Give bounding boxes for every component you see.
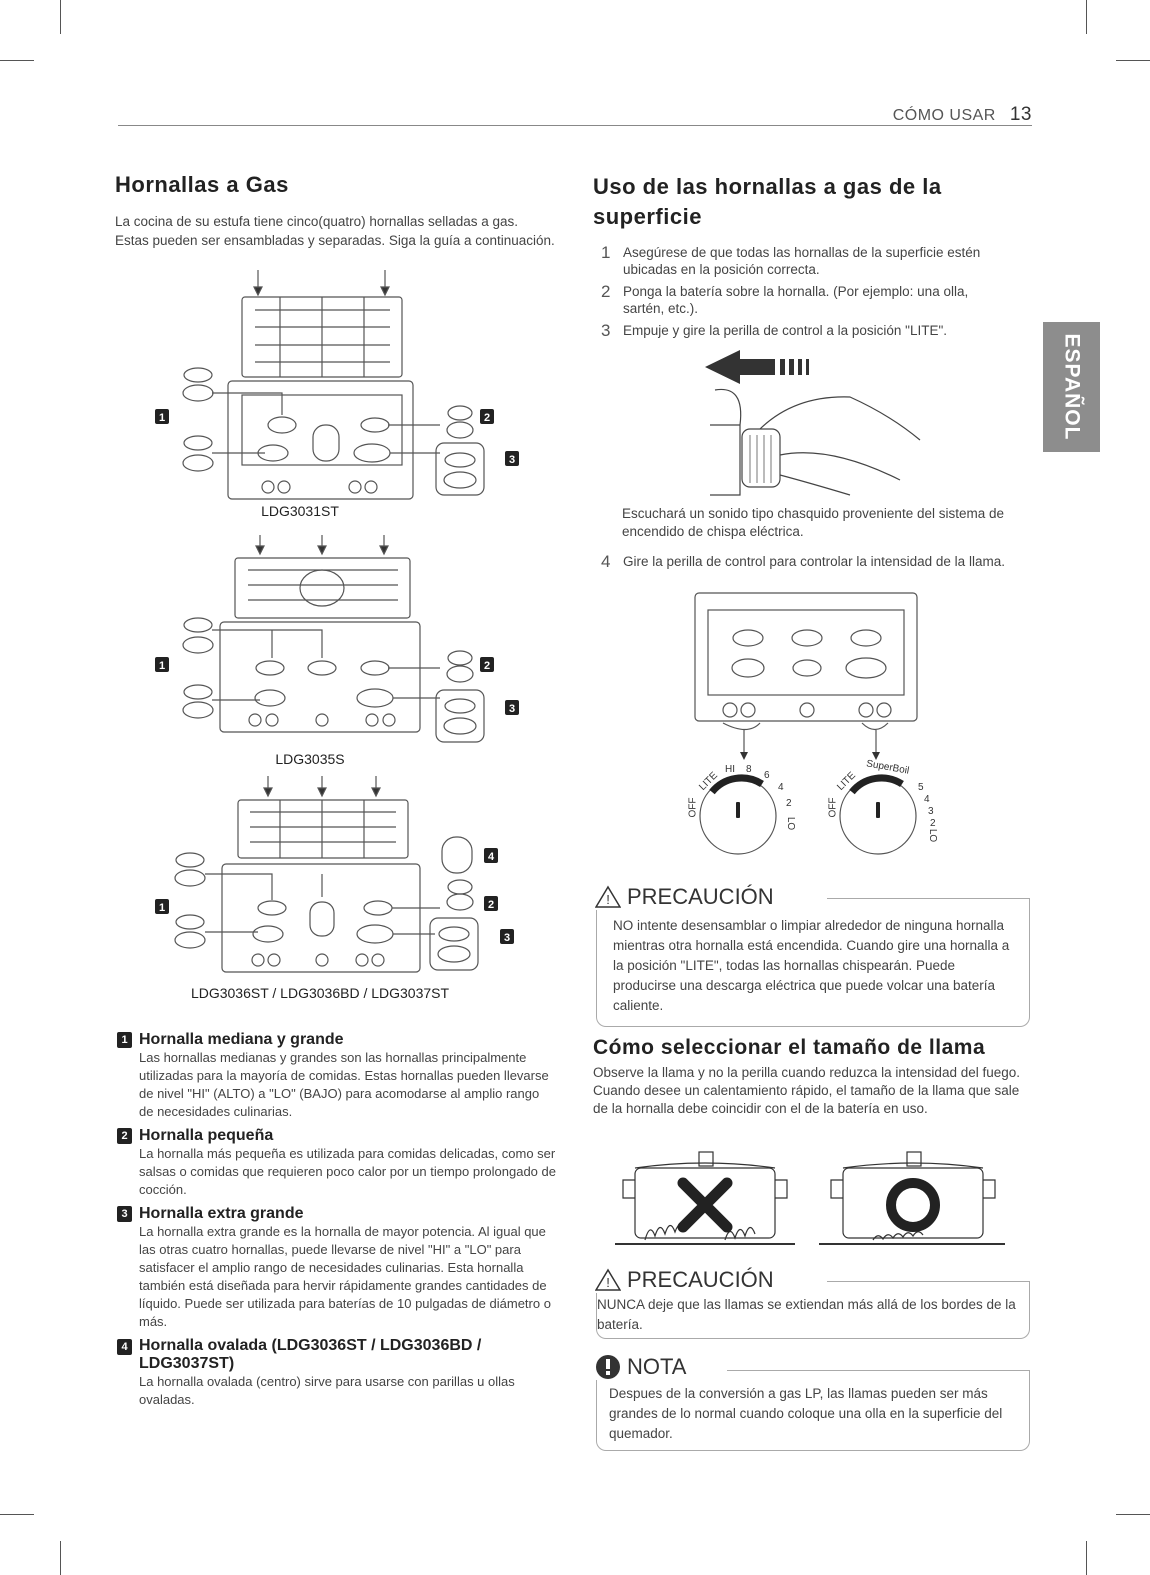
stove-diagram-ldg3031st: 1 2 3 [155,270,519,500]
right-column: Uso de las hornallas a gas de la superfi… [593,172,1013,344]
svg-text:1: 1 [159,412,165,424]
caution-title: PRECAUCIÓN [627,884,774,909]
item-title: Hornalla pequeña [139,1127,274,1144]
item-title: Hornalla mediana y grande [139,1031,344,1048]
left-column: Hornallas a Gas La cocina de su estufa t… [115,172,555,250]
crop-mark [1116,1514,1150,1515]
stove-diagram-ldg3035s: 1 2 3 [155,535,519,743]
svg-text:3: 3 [509,703,515,715]
note-text: Despues de la conversión a gas LP, las l… [609,1386,1003,1441]
crop-mark [60,0,61,34]
item-number-badge: 1 [117,1032,132,1048]
svg-text:4: 4 [488,851,495,863]
crop-mark [0,60,34,61]
crop-mark [1086,0,1087,34]
flame-control-knobs-illustration [694,592,918,855]
correct-incorrect-flame-illustration [615,1151,1005,1245]
crop-mark [1116,60,1150,61]
burner-item: 2 Hornalla pequeña La hornalla más pequeñ… [117,1127,557,1199]
svg-text:2: 2 [488,899,494,911]
caution-box: ! PRECAUCIÓN NUNCA deje que las llamas s… [595,1267,1030,1339]
page-number: 13 [1009,104,1032,125]
item-body: La hornalla extra grande es la hornalla … [139,1224,551,1329]
caution-title: PRECAUCIÓN [627,1267,774,1292]
warning-triangle-icon: ! [595,885,621,908]
knob-right-labels: OFF LITE SuperBoil 5 4 3 2 LO [827,758,939,843]
svg-text:2: 2 [484,412,490,424]
item-body: La hornalla ovalada (centro) sirve para … [139,1374,515,1407]
burner-item: 3 Hornalla extra grande La hornalla extra… [117,1205,557,1331]
intro-text: La cocina de su estufa tiene cinco(quatr… [115,214,555,248]
section-heading: Uso de las hornallas a gas de la superfi… [593,174,942,229]
svg-text:!: ! [606,892,610,907]
item-number-badge: 2 [117,1128,132,1144]
caution-box: ! PRECAUCIÓN NO intente desensamblar o l… [595,884,1030,1027]
section-heading: Cómo seleccionar el tamaño de llama [593,1036,986,1059]
info-note-icon [596,1355,620,1379]
item-body: La hornalla más pequeña es utilizada par… [139,1146,556,1197]
svg-text:2: 2 [484,660,490,672]
model-label: LDG3035S [275,751,345,767]
header-rule [118,125,1032,126]
section-title: CÓMO USAR [892,107,996,124]
crop-mark [0,1514,34,1515]
burner-item: 1 Hornalla mediana y grande Las hornallas… [117,1031,557,1121]
item-title: Hornalla ovalada (LDG3036ST / LDG3036BD … [139,1337,482,1372]
stove-diagram-ldg3036st: 1 4 2 3 [155,776,514,973]
push-turn-knob-illustration [705,350,921,496]
svg-text:1: 1 [159,902,165,914]
page-header: CÓMO USAR 13 [893,104,1032,126]
svg-text:3: 3 [509,454,515,466]
caution-text: NO intente desensamblar o limpiar alrede… [613,918,1010,1013]
model-label: LDG3031ST [261,503,339,519]
language-tab: ESPAÑOL [1043,322,1100,452]
svg-text:3: 3 [504,932,510,944]
svg-text:!: ! [606,1275,610,1290]
burner-item: 4 Hornalla ovalada (LDG3036ST / LDG3036BD… [117,1337,557,1409]
burner-types-list: 1 Hornalla mediana y grande Las hornallas… [117,1031,557,1409]
model-label: LDG3036ST / LDG3036BD / LDG3037ST [190,985,450,1001]
knob-left-labels: OFF LITE HI 8 6 4 2 LO [687,764,797,831]
crop-mark [60,1541,61,1575]
item-body: Las hornallas medianas y grandes son las… [139,1050,549,1119]
item-number-badge: 3 [117,1206,132,1222]
note-box: NOTA Despues de la conversión a gas LP, … [595,1354,1030,1451]
caution-text: NUNCA deje que las llamas se extiendan m… [597,1297,1016,1332]
item-title: Hornalla extra grande [139,1205,304,1222]
flame-size-section: Cómo seleccionar el tamaño de llama Obse… [593,1036,1025,1118]
warning-triangle-icon: ! [595,1268,621,1291]
flame-size-text: Observe la llama y no la perilla cuando … [593,1065,1021,1116]
item-number-badge: 4 [117,1339,132,1355]
spark-click-note: Escuchará un sonido tipo chasquido prove… [622,506,1004,539]
svg-text:1: 1 [159,660,165,672]
note-title: NOTA [627,1354,687,1379]
section-heading: Hornallas a Gas [115,172,289,197]
crop-mark [1086,1541,1087,1575]
